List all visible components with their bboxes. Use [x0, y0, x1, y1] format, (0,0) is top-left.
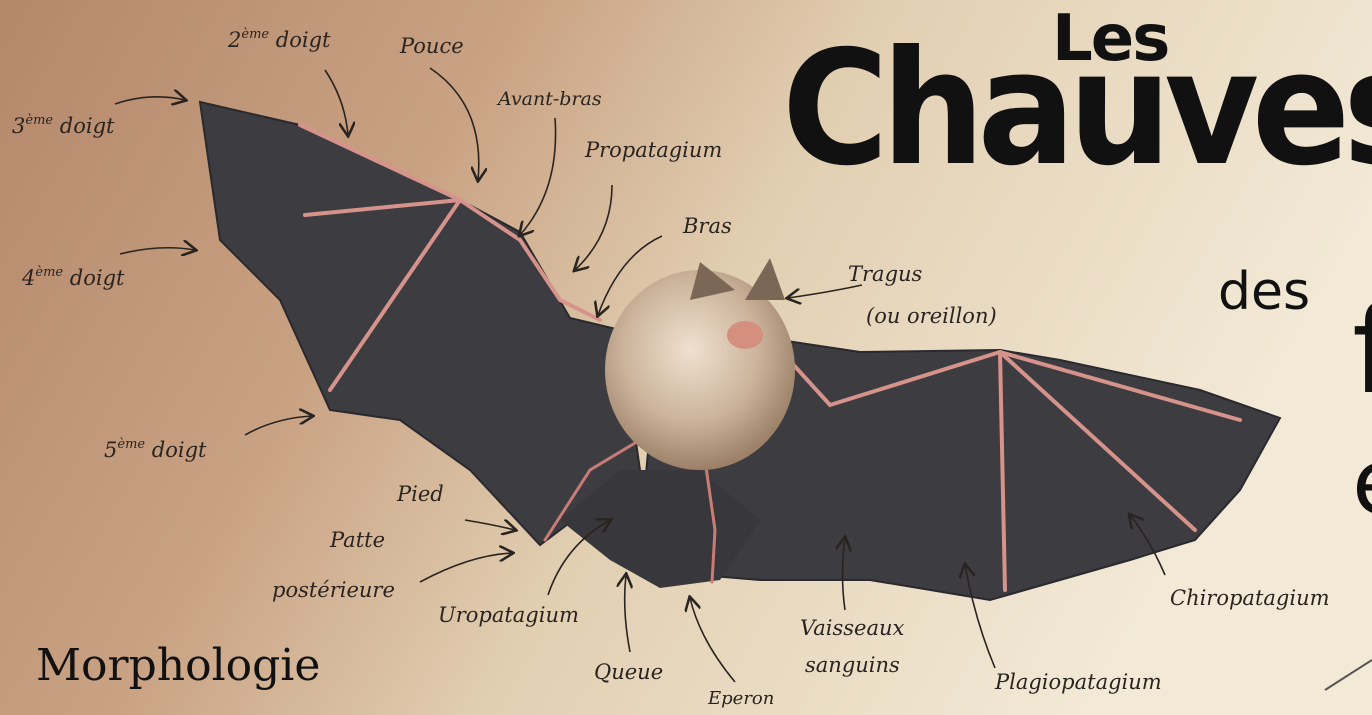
label-uropatagium: Uropatagium — [438, 605, 579, 626]
label-pied: Pied — [397, 484, 444, 505]
subtitle-morphologie: Morphologie — [36, 640, 320, 691]
label-tragus: Tragus — [848, 264, 922, 285]
label-queue: Queue — [594, 662, 663, 683]
label-avant-bras: Avant-bras — [498, 90, 602, 109]
label-patte: Patte — [330, 530, 385, 551]
label-4eme-doigt: 4ème doigt — [22, 268, 124, 289]
label-5eme-doigt: 5ème doigt — [104, 440, 206, 461]
label-eperon: Eperon — [708, 690, 774, 708]
title-chauves: Chauves — [782, 30, 1372, 188]
label-chiropatagium: Chiropatagium — [1170, 588, 1330, 609]
label-posterieure: postérieure — [272, 580, 395, 601]
title-cut-letter-f: f — [1352, 282, 1372, 421]
title-des: des — [1218, 262, 1310, 322]
label-propatagium: Propatagium — [585, 140, 722, 161]
label-2eme-doigt: 2ème doigt — [228, 30, 330, 51]
label-3eme-doigt: 3ème doigt — [12, 116, 114, 137]
label-plagiopatagium: Plagiopatagium — [995, 672, 1162, 693]
label-vaisseaux: Vaisseaux — [800, 618, 904, 639]
bat-nose — [727, 321, 763, 349]
label-pouce: Pouce — [400, 36, 464, 57]
title-cut-letter-e: é — [1352, 430, 1372, 535]
label-tragus-note: (ou oreillon) — [866, 306, 997, 327]
label-bras: Bras — [683, 216, 732, 237]
label-sanguins: sanguins — [805, 655, 900, 676]
